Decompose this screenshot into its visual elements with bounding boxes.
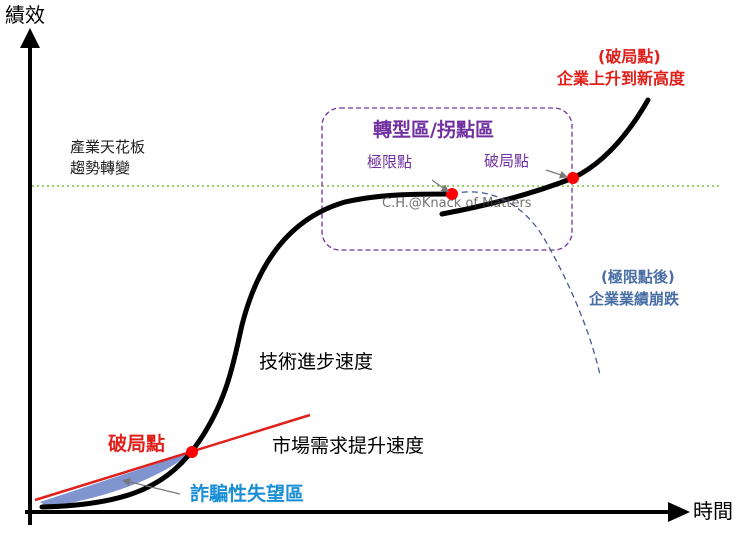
deception-pointer: [122, 478, 181, 495]
ceiling-label-line2: 趨勢轉變: [70, 159, 130, 177]
collapse-curve: [451, 191, 601, 376]
limit-point-pointer: [431, 179, 450, 193]
transition-zone-title: 轉型區/拐點區: [373, 118, 494, 141]
market-demand-line: [34, 413, 311, 502]
top-breakpoint-line2: 企業上升到新高度: [556, 69, 686, 88]
deception-zone-area: [40, 452, 192, 507]
x-axis-label: 時間: [693, 499, 733, 523]
y-axis-arrow-icon: [20, 28, 40, 48]
market-speed-label: 市場需求提升速度: [272, 435, 424, 457]
watermark: C.H.@Knack of Matters: [382, 196, 532, 211]
zone-breakpoint-label: 破局點: [484, 152, 529, 170]
top-breakpoint-line1: (破局點): [598, 47, 661, 66]
ceiling-label-line1: 產業天花板: [70, 138, 145, 156]
zone-breakpoint-dot: [567, 172, 579, 184]
transition-zone-box: [321, 107, 573, 251]
x-axis-arrow-icon: [668, 502, 690, 522]
collapse-line1: (極限點後): [601, 268, 675, 286]
main-s-curve: [39, 191, 455, 510]
collapse-line2: 企業業績崩跌: [588, 290, 680, 308]
deception-zone-label: 詐騙性失望區: [190, 482, 304, 505]
y-axis-label: 績效: [5, 3, 45, 27]
tech-speed-label: 技術進步速度: [259, 351, 373, 373]
limit-point-label: 極限點: [367, 153, 412, 171]
zone-breakpoint-pointer: [545, 169, 568, 179]
early-breakpoint-label: 破局點: [108, 432, 165, 455]
early-breakpoint-dot: [186, 446, 198, 458]
